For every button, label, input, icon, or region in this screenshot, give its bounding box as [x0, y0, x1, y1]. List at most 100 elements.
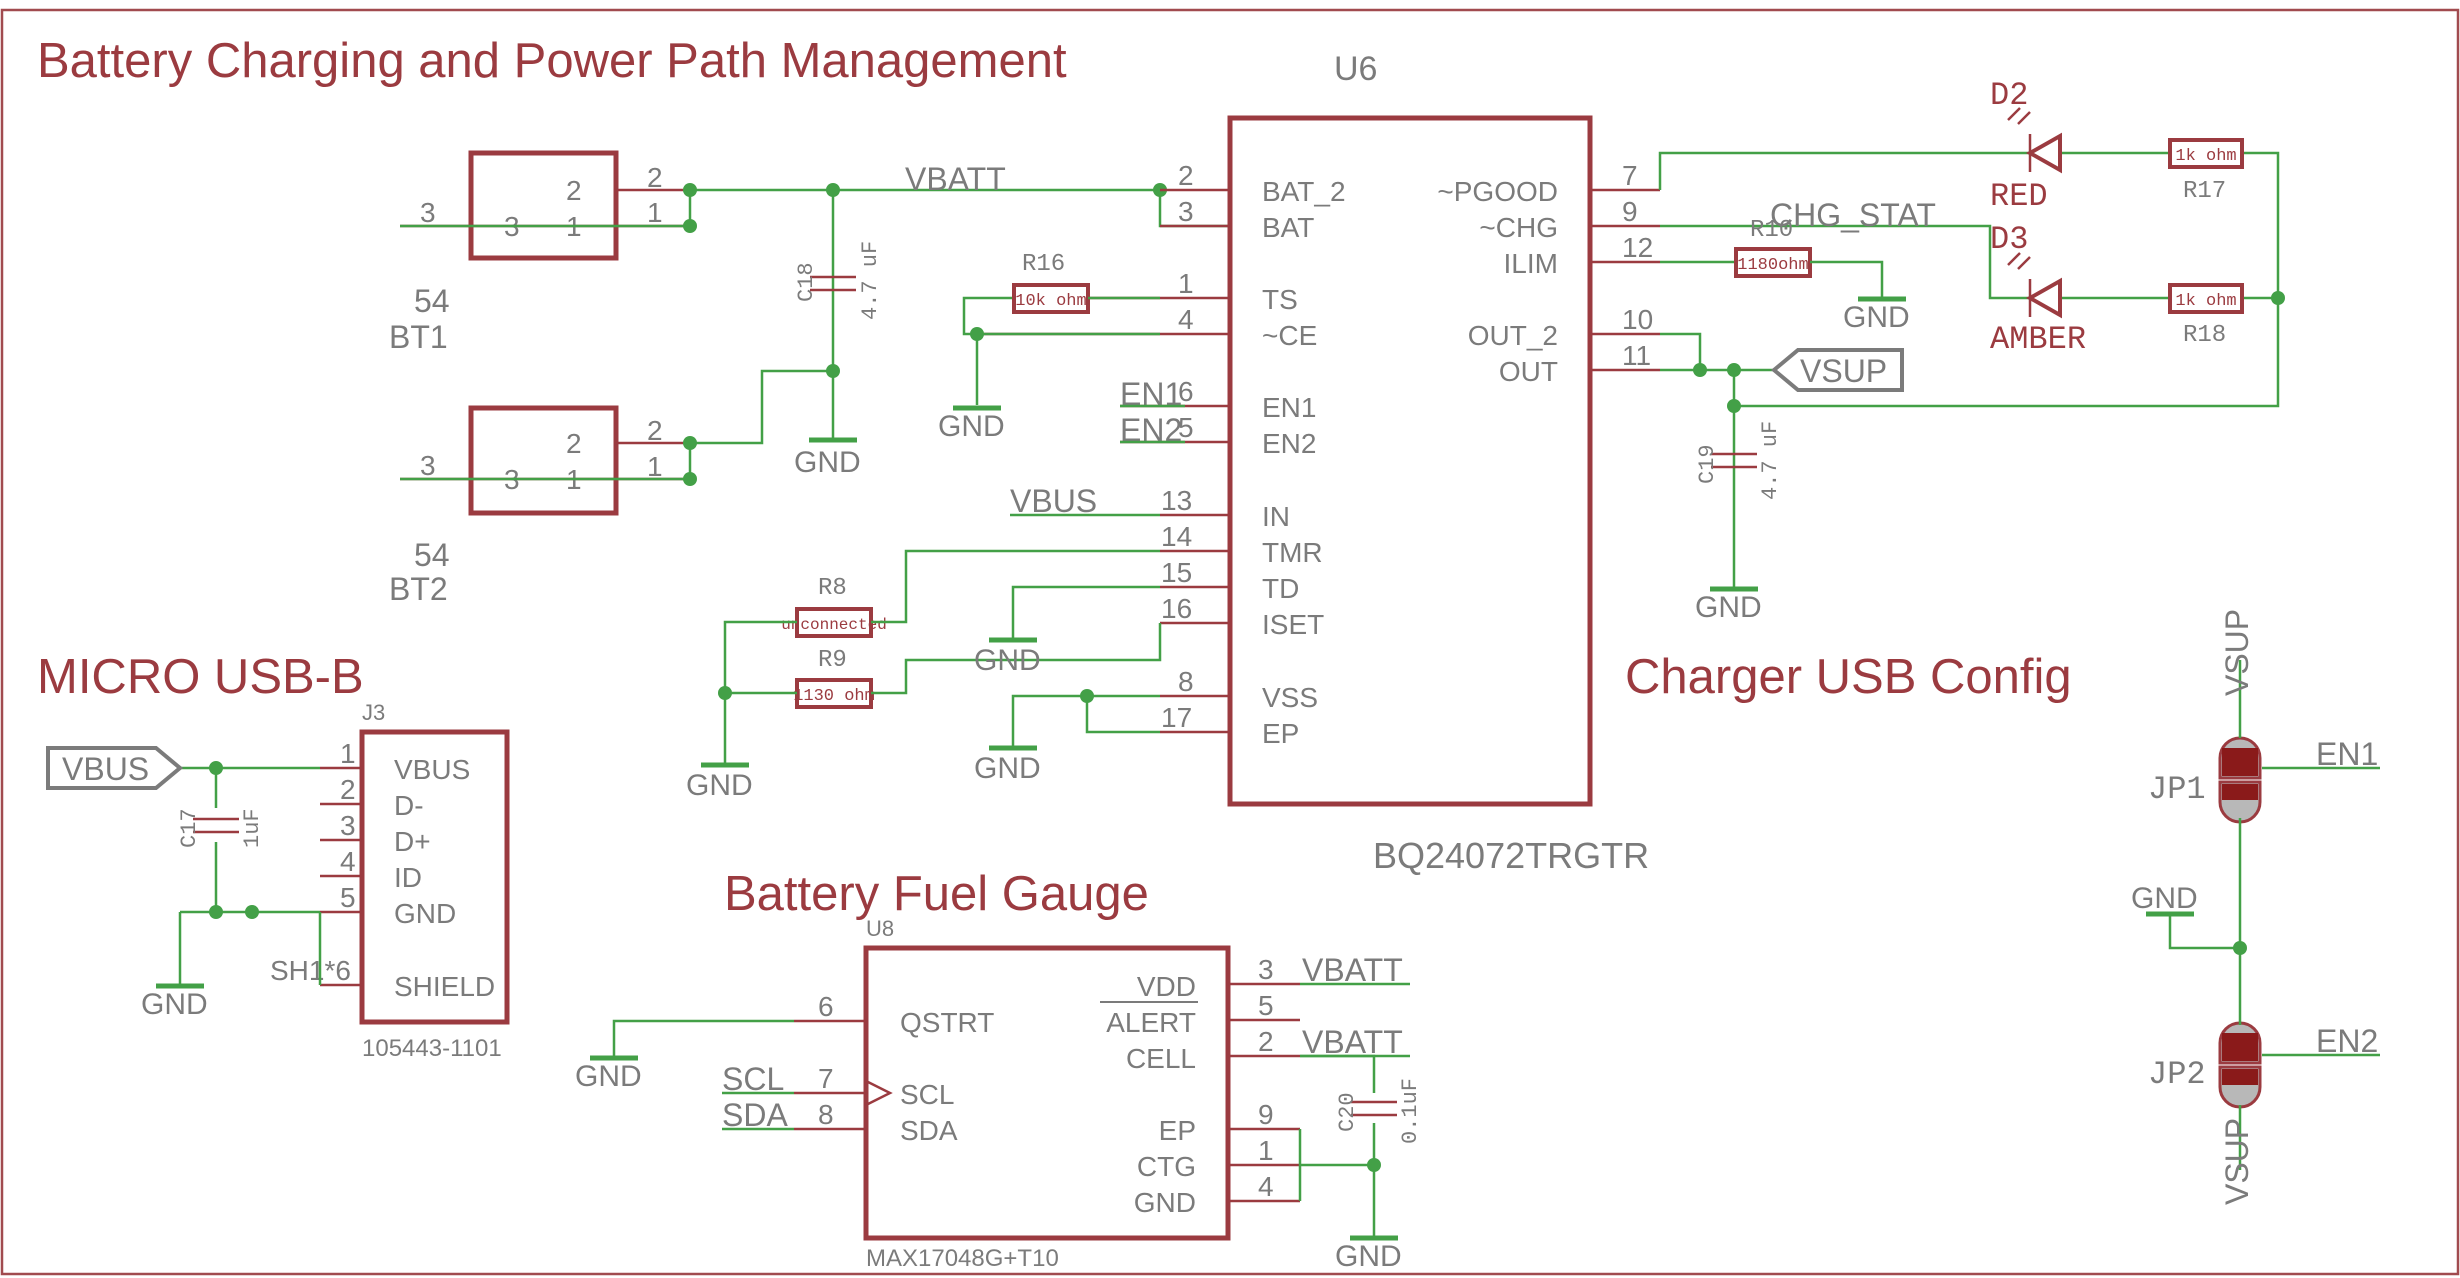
u8-pin-number: 1 [1258, 1135, 1274, 1166]
en1-net-label: EN1 [2316, 736, 2378, 772]
title-battery-charging: Battery Charging and Power Path Manageme… [37, 34, 1067, 88]
bt1-pin: 2 [566, 175, 582, 206]
resistor-r18[interactable]: 1k ohm R18 [2168, 283, 2244, 349]
u8-part: MAX17048G+T10 [866, 1245, 1059, 1272]
u6-pin-name: TS [1262, 284, 1298, 315]
vsup-net-label: VSUP [2219, 609, 2255, 696]
capacitor-c19[interactable]: C19 4.7 uF [1695, 421, 1783, 500]
resistor-r16[interactable]: 10k ohm R16 [980, 251, 1160, 314]
c17-value: 1uF [240, 808, 265, 848]
u8-pin-name: QSTRT [900, 1007, 994, 1038]
vss-ep-wires[interactable] [1011, 689, 1160, 748]
bt2-pin: 3 [420, 450, 436, 481]
jumper-jp2[interactable]: JP2 [2148, 1021, 2262, 1109]
resistor-r10[interactable]: 1180ohm R10 [1660, 217, 1884, 297]
svg-text:GND: GND [575, 1060, 642, 1093]
u6-part: BQ24072TRGTR [1373, 835, 1649, 876]
jumper-wires[interactable] [2168, 660, 2380, 1170]
jp2-ref: JP2 [2148, 1056, 2206, 1093]
u6-body [1227, 115, 1593, 807]
chip-u6[interactable]: U6 BQ24072TRGTR 2 3 1 4 6 [980, 50, 1660, 876]
vbatt-net-label: VBATT [905, 161, 1006, 197]
u6-pin-number: 5 [1178, 412, 1194, 443]
gnd-symbol: GND [974, 637, 1041, 677]
j3-part: 105443-1101 [362, 1035, 502, 1062]
vbatt-net-label: VBATT [1302, 952, 1403, 988]
u6-pin-number: 15 [1161, 557, 1192, 588]
svg-text:GND: GND [974, 752, 1041, 785]
tmr-iset-wires[interactable] [718, 549, 1162, 763]
u6-pin-name: VSS [1262, 682, 1318, 713]
gnd-symbol: GND [141, 983, 208, 1021]
j3-ref: J3 [362, 700, 385, 725]
u6-pin-number: 8 [1178, 666, 1194, 697]
en2-net-label: EN2 [2316, 1023, 2378, 1059]
gnd-symbol: GND [1695, 586, 1762, 624]
bt2-body [468, 405, 619, 516]
vbatt-net-wires[interactable]: VBATT [400, 161, 1230, 486]
resistor-r17[interactable]: 1k ohm R17 [2168, 138, 2244, 205]
vbus-net-flag[interactable]: VBUS [46, 746, 184, 790]
resistor-r8[interactable]: unconnected R8 [781, 575, 887, 638]
u8-pin-number: 7 [818, 1063, 834, 1094]
c19-ref: C19 [1695, 444, 1720, 484]
r9-value: 1130 ohm [793, 687, 875, 706]
u8-pin-name: SDA [900, 1115, 958, 1146]
d2-ref: D2 [1990, 77, 2028, 114]
u8-pin-number: 2 [1258, 1026, 1274, 1057]
gnd-symbol: GND [794, 437, 861, 479]
bt1-pin: 2 [647, 162, 663, 193]
vsup-out-wires[interactable] [1660, 332, 1774, 588]
u6-pin-name: OUT [1499, 356, 1558, 387]
jumper-jp1[interactable]: JP1 [2148, 736, 2262, 824]
vbus-net-label: VBUS [1010, 483, 1097, 519]
r9-ref: R9 [818, 647, 847, 674]
capacitor-c17[interactable]: C17 1uF [177, 808, 265, 848]
j3-pin-number: 2 [340, 774, 356, 805]
bt1-body [468, 150, 619, 261]
capacitor-c20[interactable]: C20 0.1uF [1335, 1078, 1423, 1144]
ts-ce-gnd-wires[interactable] [962, 296, 1160, 405]
resistor-r9[interactable]: 1130 ohm R9 [793, 647, 875, 709]
u8-pin-number: 5 [1258, 990, 1274, 1021]
usb-wires[interactable] [178, 761, 322, 985]
u6-pin-number: 9 [1622, 196, 1638, 227]
chip-u8[interactable]: U8 MAX17048G+T10 6 7 8 QSTRT SCL SDA 3 5… [794, 916, 1300, 1272]
u8-pin-name: EP [1159, 1115, 1196, 1146]
svg-text:GND: GND [141, 988, 208, 1021]
led-d3[interactable]: D3 AMBER [1990, 221, 2086, 358]
u8-pin-number: 9 [1258, 1099, 1274, 1130]
j3-pin-name: D- [394, 790, 424, 821]
vsup-net-flag[interactable]: VSUP [1770, 348, 1904, 392]
svg-text:GND: GND [974, 644, 1041, 677]
d3-ref: D3 [1990, 221, 2028, 258]
bt1-pin: 1 [647, 197, 663, 228]
gnd-symbol: GND [1335, 1235, 1402, 1273]
vbus-flag-label: VBUS [62, 751, 149, 787]
vbatt-net-label: VBATT [1302, 1024, 1403, 1060]
gnd-symbol: GND [1843, 296, 1910, 334]
pgood-wires[interactable] [1658, 151, 2285, 408]
u6-pin-number: 2 [1178, 160, 1194, 191]
u8-pin-name: ALERT [1106, 1007, 1196, 1038]
title-micro-usb: MICRO USB-B [37, 650, 364, 704]
u6-ref: U6 [1334, 50, 1377, 88]
j3-pin-name: D+ [394, 826, 431, 857]
capacitor-c18[interactable]: C18 4.7 uF [794, 241, 883, 320]
bt1-ref: BT1 [389, 319, 448, 355]
fuel-gauge-wires[interactable] [612, 982, 1410, 1236]
r8-value: unconnected [781, 616, 887, 634]
r17-ref: R17 [2183, 178, 2226, 205]
u6-pin-name: BAT_2 [1262, 176, 1346, 207]
c19-value: 4.7 uF [1758, 421, 1783, 500]
led-d2[interactable]: D2 RED [1990, 77, 2062, 215]
title-charger-config: Charger USB Config [1625, 650, 2072, 704]
u6-pin-number: 1 [1178, 268, 1194, 299]
battery-bt1[interactable]: 2 1 3 3 1 2 54 BT1 [389, 150, 690, 355]
r16-value: 10k ohm [1015, 292, 1086, 311]
battery-bt2[interactable]: 2 1 3 3 1 2 54 BT2 [389, 405, 690, 607]
svg-text:GND: GND [1695, 591, 1762, 624]
c18-ref: C18 [794, 262, 819, 302]
connector-j3[interactable]: J3 105443-1101 1 2 3 4 5 SH1*6 VBUS D- D… [270, 700, 510, 1062]
